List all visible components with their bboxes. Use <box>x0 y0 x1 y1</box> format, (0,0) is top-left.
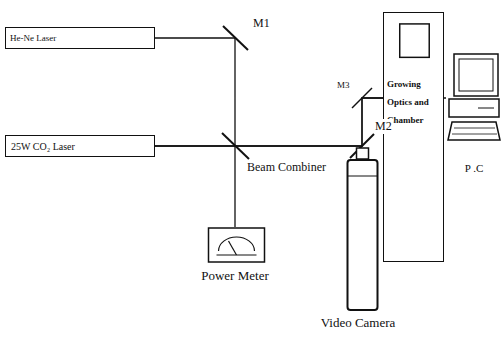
node-text: Power Meter <box>185 269 285 284</box>
beam-combiner <box>222 133 249 159</box>
growth-chamber: Growing Optics and Chamber <box>383 12 444 262</box>
mirror-m3 <box>352 88 372 108</box>
node-text: Video Camera <box>300 316 416 331</box>
node-text: Growing Optics and Chamber <box>387 75 441 129</box>
beam-line <box>155 38 383 146</box>
node-text: P .C <box>446 162 502 175</box>
beam-line <box>155 146 235 227</box>
mirror-label: M3 <box>336 80 351 90</box>
power-meter: Power Meter <box>185 227 288 287</box>
laser-box: He-Ne Laser <box>5 27 155 49</box>
node-text: 25W CO₂ Laser <box>11 141 75 153</box>
growth-chamber-figure <box>384 13 443 261</box>
mirror-label: M2 <box>374 119 393 134</box>
mirror-m2 <box>350 134 374 158</box>
node-text: He-Ne Laser <box>10 33 56 43</box>
computer: P .C <box>446 50 502 180</box>
beam-line <box>155 98 383 146</box>
mirror-label: M1 <box>252 16 271 31</box>
component-label: Beam Combiner <box>246 160 327 175</box>
beam-line <box>444 97 446 98</box>
laser-box: 25W CO₂ Laser <box>5 135 155 157</box>
computer-figure <box>446 50 502 180</box>
mirror-m1 <box>223 26 248 50</box>
